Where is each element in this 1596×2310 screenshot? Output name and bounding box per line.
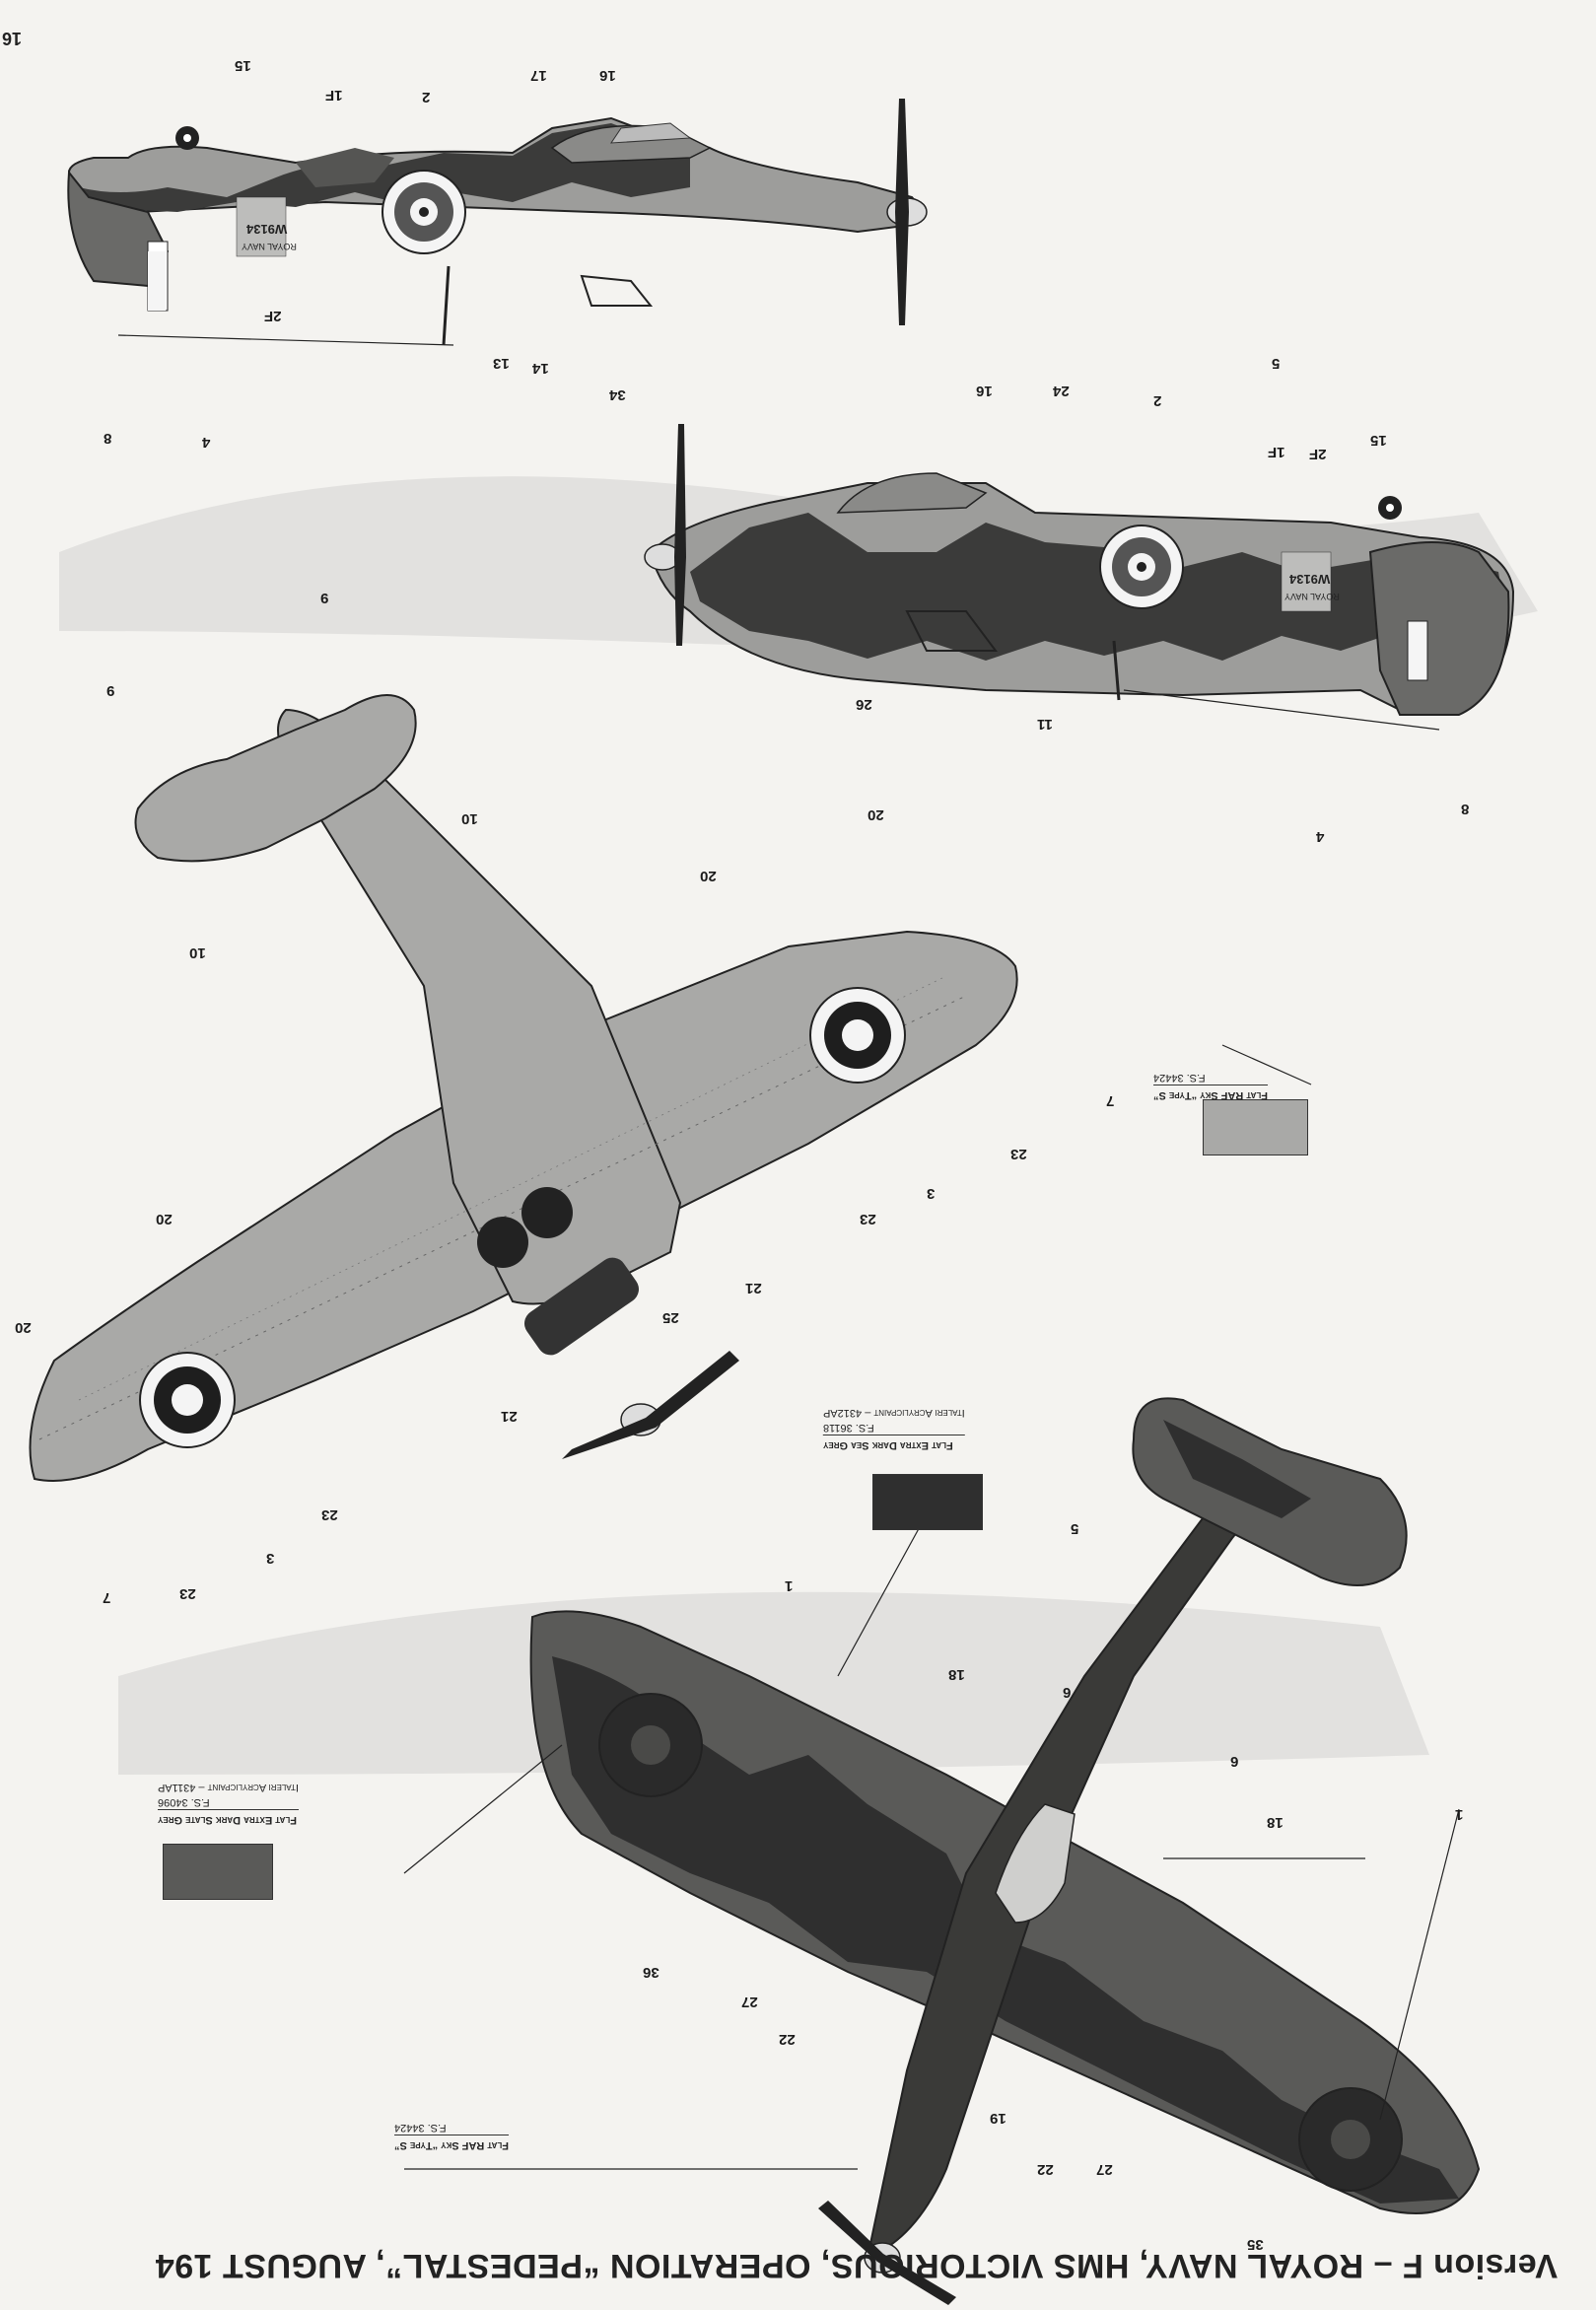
- paint-acrylic: Italeri Acrylicpaint – 4312AP: [823, 1407, 965, 1419]
- callout: 5: [1071, 1520, 1079, 1537]
- paint-label-dark-sea-grey: Flat Extra Dark Sea Grey F.S. 36118 Ital…: [823, 1405, 965, 1452]
- callout: 6: [1230, 1753, 1239, 1770]
- callout: 10: [461, 810, 478, 827]
- callout: 20: [156, 1211, 173, 1227]
- paint-chip-dark-sea-grey: [872, 1474, 983, 1530]
- callout: 19: [990, 2110, 1006, 2127]
- callout: 6: [1063, 1684, 1072, 1701]
- paint-fs: F.S. 34096: [158, 1796, 210, 1808]
- callout: 18: [948, 1666, 965, 1683]
- paint-chip-sky-1: [1203, 1099, 1308, 1155]
- callout: 10: [189, 945, 206, 961]
- callout: 14: [532, 360, 549, 377]
- paint-name: Flat Extra Dark Sea Grey: [823, 1435, 965, 1452]
- callout: 17: [530, 67, 547, 84]
- callout: 3: [266, 1550, 275, 1567]
- callout: 3: [927, 1185, 936, 1202]
- paint-fs: F.S. 36118: [823, 1422, 874, 1434]
- paint-label-sky-2: Flat RAF Sky “Type S” F.S. 34424: [394, 2120, 510, 2152]
- paint-name: Flat RAF Sky “Type S”: [1153, 1085, 1269, 1102]
- leader-lines: [117, 334, 1460, 2170]
- callout: 20: [867, 806, 884, 823]
- callout: 22: [1037, 2161, 1054, 2178]
- callout: 1F: [1268, 444, 1285, 460]
- paint-name: Flat RAF Sky “Type S”: [394, 2135, 510, 2152]
- callout: 27: [1096, 2161, 1113, 2178]
- page-title: Version F – ROYAL NAVY, HMS VICTORIOUS, …: [0, 2236, 1558, 2295]
- callout: 9: [320, 590, 329, 606]
- callout: 23: [1010, 1146, 1027, 1162]
- callout: 16: [599, 67, 616, 84]
- callout: 2: [1153, 392, 1162, 409]
- callout: 1: [1455, 1806, 1464, 1823]
- callout: 2F: [1309, 446, 1327, 462]
- callout: 2: [422, 89, 431, 105]
- callout: 27: [741, 1994, 758, 2010]
- underside-view: [29, 694, 1018, 1482]
- side-view-top: [67, 99, 928, 346]
- paint-chip-dark-slate-grey: [163, 1844, 273, 1900]
- serial-mid: W9134: [1289, 572, 1331, 587]
- callout: 22: [779, 2031, 796, 2048]
- callout: 8: [1461, 801, 1470, 817]
- callout: 15: [1370, 432, 1387, 449]
- navy-label-mid: ROYAL NAVY: [1284, 592, 1340, 601]
- callout: 1: [785, 1577, 794, 1594]
- callout: 23: [860, 1211, 876, 1227]
- paint-name: Flat Extra Dark Slate Grey: [158, 1809, 299, 1827]
- callout: 21: [501, 1408, 518, 1425]
- callout: 2F: [264, 308, 282, 324]
- paint-acrylic: Italeri Acrylicpaint – 4311AP: [158, 1782, 299, 1793]
- callout: 18: [1267, 1814, 1284, 1831]
- callout: 8: [104, 430, 112, 447]
- callout: 21: [745, 1280, 762, 1296]
- callout: 4: [1316, 828, 1325, 845]
- callout: 5: [1272, 355, 1281, 372]
- callout: 23: [179, 1585, 196, 1602]
- callout: 9: [106, 682, 115, 699]
- callout: 16: [976, 383, 993, 399]
- callout: 13: [493, 355, 510, 372]
- callout: 34: [609, 386, 626, 403]
- callout: 7: [103, 1589, 111, 1606]
- callout: 1F: [325, 87, 343, 104]
- callout: 24: [1053, 383, 1070, 399]
- callout: 7: [1106, 1092, 1115, 1109]
- callout: 36: [643, 1964, 659, 1981]
- upper-view: [529, 1397, 1481, 2305]
- paint-fs: F.S. 34424: [1153, 1072, 1206, 1084]
- navy-label-top: ROYAL NAVY: [242, 242, 297, 251]
- callout: 4: [202, 434, 211, 451]
- callout: 23: [321, 1506, 338, 1523]
- callout: 15: [235, 57, 251, 74]
- callout: 20: [15, 1319, 32, 1336]
- serial-top: W9134: [246, 222, 288, 237]
- callout: 11: [1037, 716, 1053, 733]
- page-title-text: Version F – ROYAL NAVY, HMS VICTORIOUS, …: [155, 2247, 1558, 2285]
- paint-label-sky-1: Flat RAF Sky “Type S” F.S. 34424: [1153, 1070, 1269, 1102]
- side-view-middle: [644, 424, 1515, 717]
- callout: 20: [700, 868, 717, 884]
- paint-label-dark-slate-grey: Flat Extra Dark Slate Grey F.S. 34096 It…: [158, 1780, 299, 1827]
- callout: 25: [662, 1309, 679, 1326]
- paint-fs: F.S. 34424: [394, 2122, 447, 2134]
- callout: 26: [856, 696, 872, 713]
- page-number: 16: [2, 29, 23, 48]
